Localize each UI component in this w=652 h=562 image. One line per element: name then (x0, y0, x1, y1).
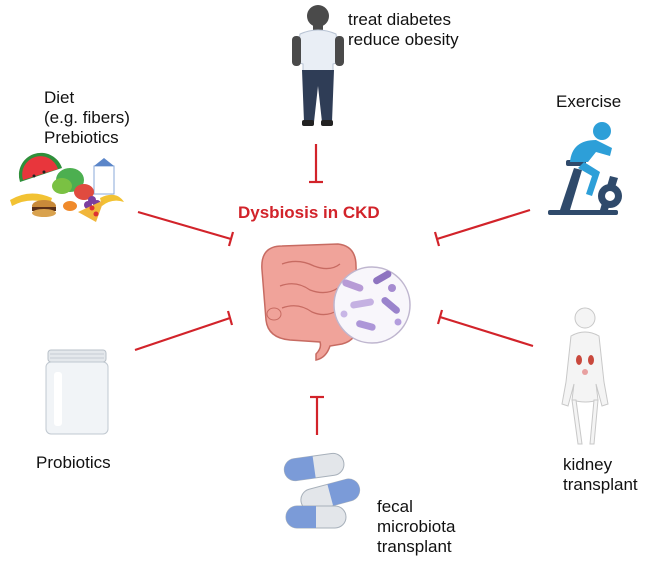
inhibition-arrows (134, 144, 534, 435)
capsule-icon (283, 452, 361, 529)
person-icon (292, 5, 344, 126)
arrow-fmt (310, 395, 324, 435)
exercise-label: Exercise (556, 92, 622, 111)
fmt-label: fecal microbiota transplant (377, 497, 456, 556)
arrow-kidney (436, 309, 534, 348)
center-title: Dysbiosis in CKD (238, 203, 380, 222)
arrow-obesity (309, 144, 323, 184)
arrow-exercise (433, 208, 531, 247)
bacteria-icon (333, 266, 411, 344)
probiotics-label: Probiotics (36, 453, 111, 472)
diet-label: Diet (e.g. fibers) Prebiotics (44, 88, 130, 147)
arrow-probiotics (134, 310, 234, 352)
exercise-bike-icon (548, 122, 622, 215)
obesity-label: treat diabetes reduce obesity (348, 10, 459, 49)
jar-icon (45, 349, 109, 435)
kidney-label: kidney transplant (563, 455, 638, 494)
human-kidney-icon (561, 307, 609, 445)
intestine-icon (261, 243, 359, 361)
food-icon (10, 152, 124, 222)
arrow-diet (137, 210, 235, 247)
